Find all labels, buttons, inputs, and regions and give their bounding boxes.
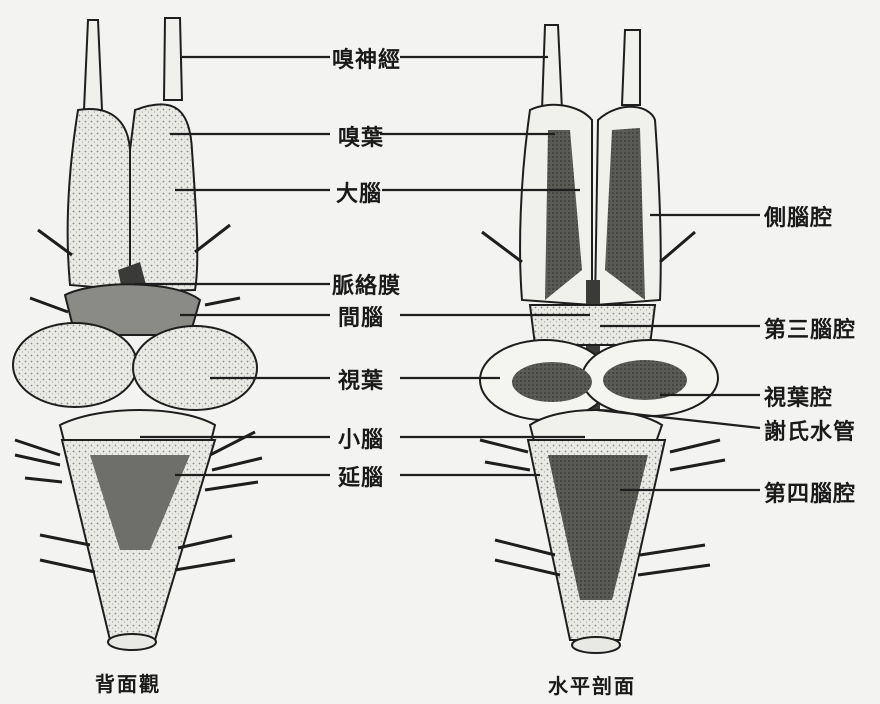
label-third-ventricle: 第三腦腔 [764,312,856,344]
leader-lines [135,57,760,490]
caption-dorsal-view: 背面觀 [95,668,161,697]
label-cerebellum: 小腦 [338,422,384,454]
olfactory-nerve-right [164,18,182,100]
dorsal-view [13,18,262,650]
section-olfactory-nerve-right [622,30,640,105]
label-olfactory-lobe: 嗅葉 [338,120,384,152]
label-lateral-ventricle: 側腦腔 [764,200,833,232]
label-cerebrum: 大腦 [336,176,382,208]
label-medulla: 延腦 [338,460,384,492]
section-olfactory-nerve-left [542,25,562,110]
cerebrum-left-shape [68,109,130,290]
label-optic-lobe: 視葉 [338,363,384,395]
label-choroid-plexus: 脈絡膜 [332,268,401,300]
label-diencephalon: 間腦 [338,300,384,332]
olfactory-nerve-left [84,20,102,110]
horizontal-section [480,25,725,653]
label-fourth-ventricle: 第四腦腔 [764,476,856,508]
label-olfactory-nerve: 嗅神經 [332,42,401,74]
caption-horizontal-section: 水平剖面 [548,670,636,699]
label-optic-ventricle: 視葉腔 [764,380,833,412]
label-sylvian-aqueduct: 謝氏水管 [764,414,856,446]
optic-lobe-right-shape [133,326,257,410]
optic-lobe-left-shape [13,323,137,407]
optic-ventricle-left [512,362,592,402]
